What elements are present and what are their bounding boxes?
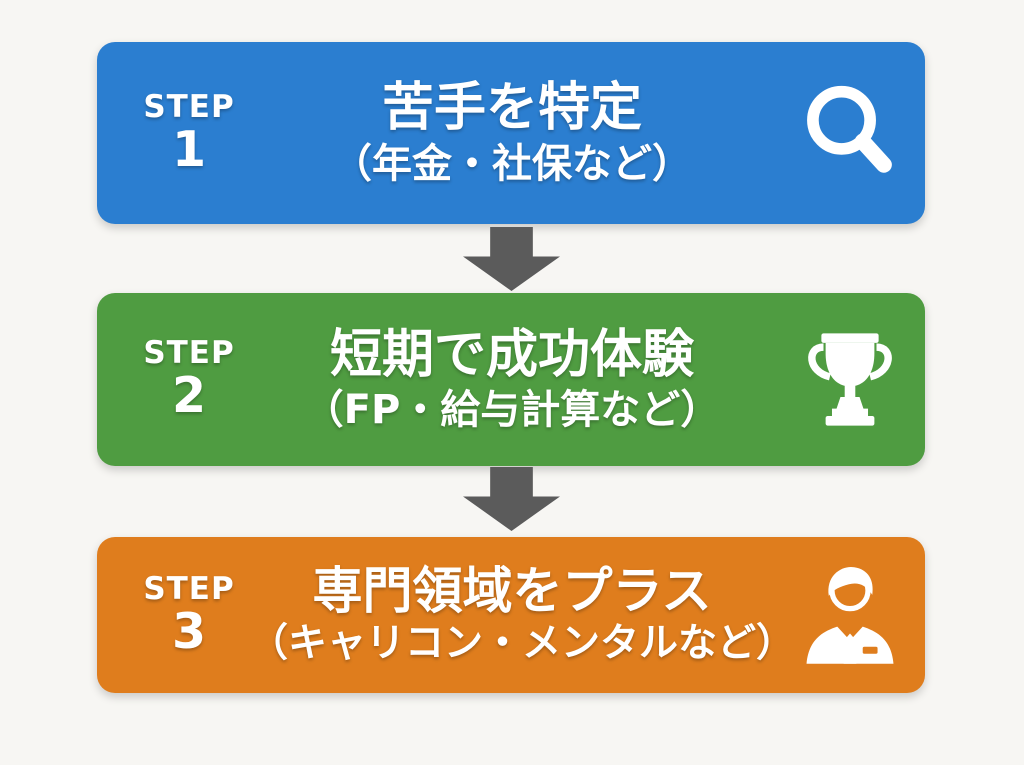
step-3-label: STEP bbox=[143, 570, 235, 607]
step-3-number: 3 bbox=[171, 602, 207, 660]
magnifier-icon bbox=[775, 77, 925, 189]
step-1-label: STEP bbox=[143, 88, 235, 125]
step-1-number: 1 bbox=[171, 120, 207, 178]
step-card-1: STEP 1 苦手を特定 （年金・社保など） bbox=[97, 42, 925, 224]
step-2-text: 短期で成功体験 （FP・給与計算など） bbox=[249, 325, 775, 434]
step-1-subtitle: （年金・社保など） bbox=[332, 140, 692, 187]
step-card-2: STEP 2 短期で成功体験 （FP・給与計算など） bbox=[97, 293, 925, 466]
step-3-title: 専門領域をプラス bbox=[312, 562, 712, 621]
down-arrow-icon bbox=[463, 227, 560, 291]
step-1-text: 苦手を特定 （年金・社保など） bbox=[249, 78, 775, 187]
step-3-label-group: STEP 3 bbox=[129, 570, 249, 660]
step-1-label-group: STEP 1 bbox=[129, 88, 249, 178]
step-2-number: 2 bbox=[171, 367, 207, 425]
step-1-title: 苦手を特定 bbox=[381, 78, 642, 139]
step-3-subtitle: （キャリコン・メンタルなど） bbox=[249, 621, 796, 667]
step-2-title: 短期で成功体験 bbox=[329, 324, 694, 385]
step-2-subtitle: （FP・給与計算など） bbox=[303, 387, 721, 434]
trophy-icon bbox=[775, 324, 925, 436]
businessman-icon bbox=[775, 559, 925, 671]
down-arrow-icon bbox=[463, 467, 560, 531]
step-2-label: STEP bbox=[143, 335, 235, 371]
step-card-3: STEP 3 専門領域をプラス （キャリコン・メンタルなど） bbox=[97, 537, 925, 693]
step-2-label-group: STEP 2 bbox=[129, 336, 249, 423]
step-3-text: 専門領域をプラス （キャリコン・メンタルなど） bbox=[249, 562, 796, 668]
